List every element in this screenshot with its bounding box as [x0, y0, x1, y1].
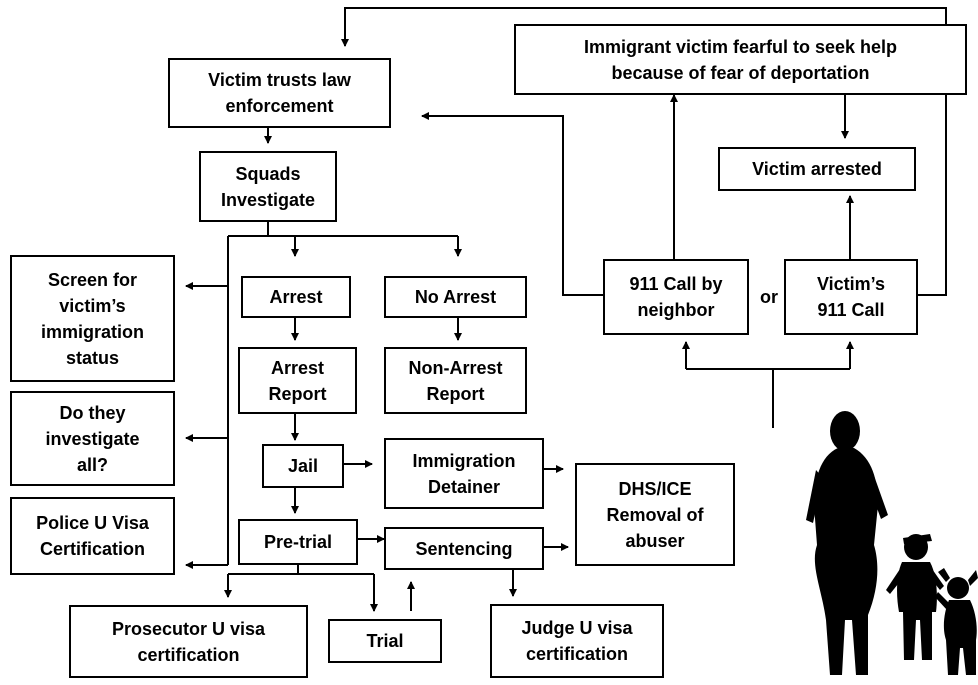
node-police-u-visa: Police U Visa Certification — [10, 497, 175, 575]
node-squads-investigate: Squads Investigate — [199, 151, 337, 222]
node-jail: Jail — [262, 444, 344, 488]
node-pre-trial: Pre-trial — [238, 519, 358, 565]
node-victim-arrested: Victim arrested — [718, 147, 916, 191]
node-prosecutor-u-visa: Prosecutor U visa certification — [69, 605, 308, 678]
node-trial: Trial — [328, 619, 442, 663]
node-immigration-detainer: Immigration Detainer — [384, 438, 544, 509]
node-investigate-all: Do they investigate all? — [10, 391, 175, 486]
node-arrest-report: Arrest Report — [238, 347, 357, 414]
node-victim-trusts: Victim trusts law enforcement — [168, 58, 391, 128]
node-dhs-ice-removal: DHS/ICE Removal of abuser — [575, 463, 735, 566]
node-arrest: Arrest — [241, 276, 351, 318]
node-non-arrest-report: Non-Arrest Report — [384, 347, 527, 414]
node-screen-status: Screen for victim’s immigration status — [10, 255, 175, 382]
node-911-call-neighbor: 911 Call by neighbor — [603, 259, 749, 335]
edge-neighbor-to-trusts — [421, 112, 603, 296]
node-no-arrest: No Arrest — [384, 276, 527, 318]
node-victim-911-call: Victim’s 911 Call — [784, 259, 918, 335]
node-judge-u-visa: Judge U visa certification — [490, 604, 664, 678]
or-label: or — [760, 287, 778, 307]
node-immigrant-fearful: Immigrant victim fearful to seek help be… — [514, 24, 967, 95]
node-sentencing: Sentencing — [384, 527, 544, 570]
edge-victim-call-to-trusts — [341, 7, 947, 296]
